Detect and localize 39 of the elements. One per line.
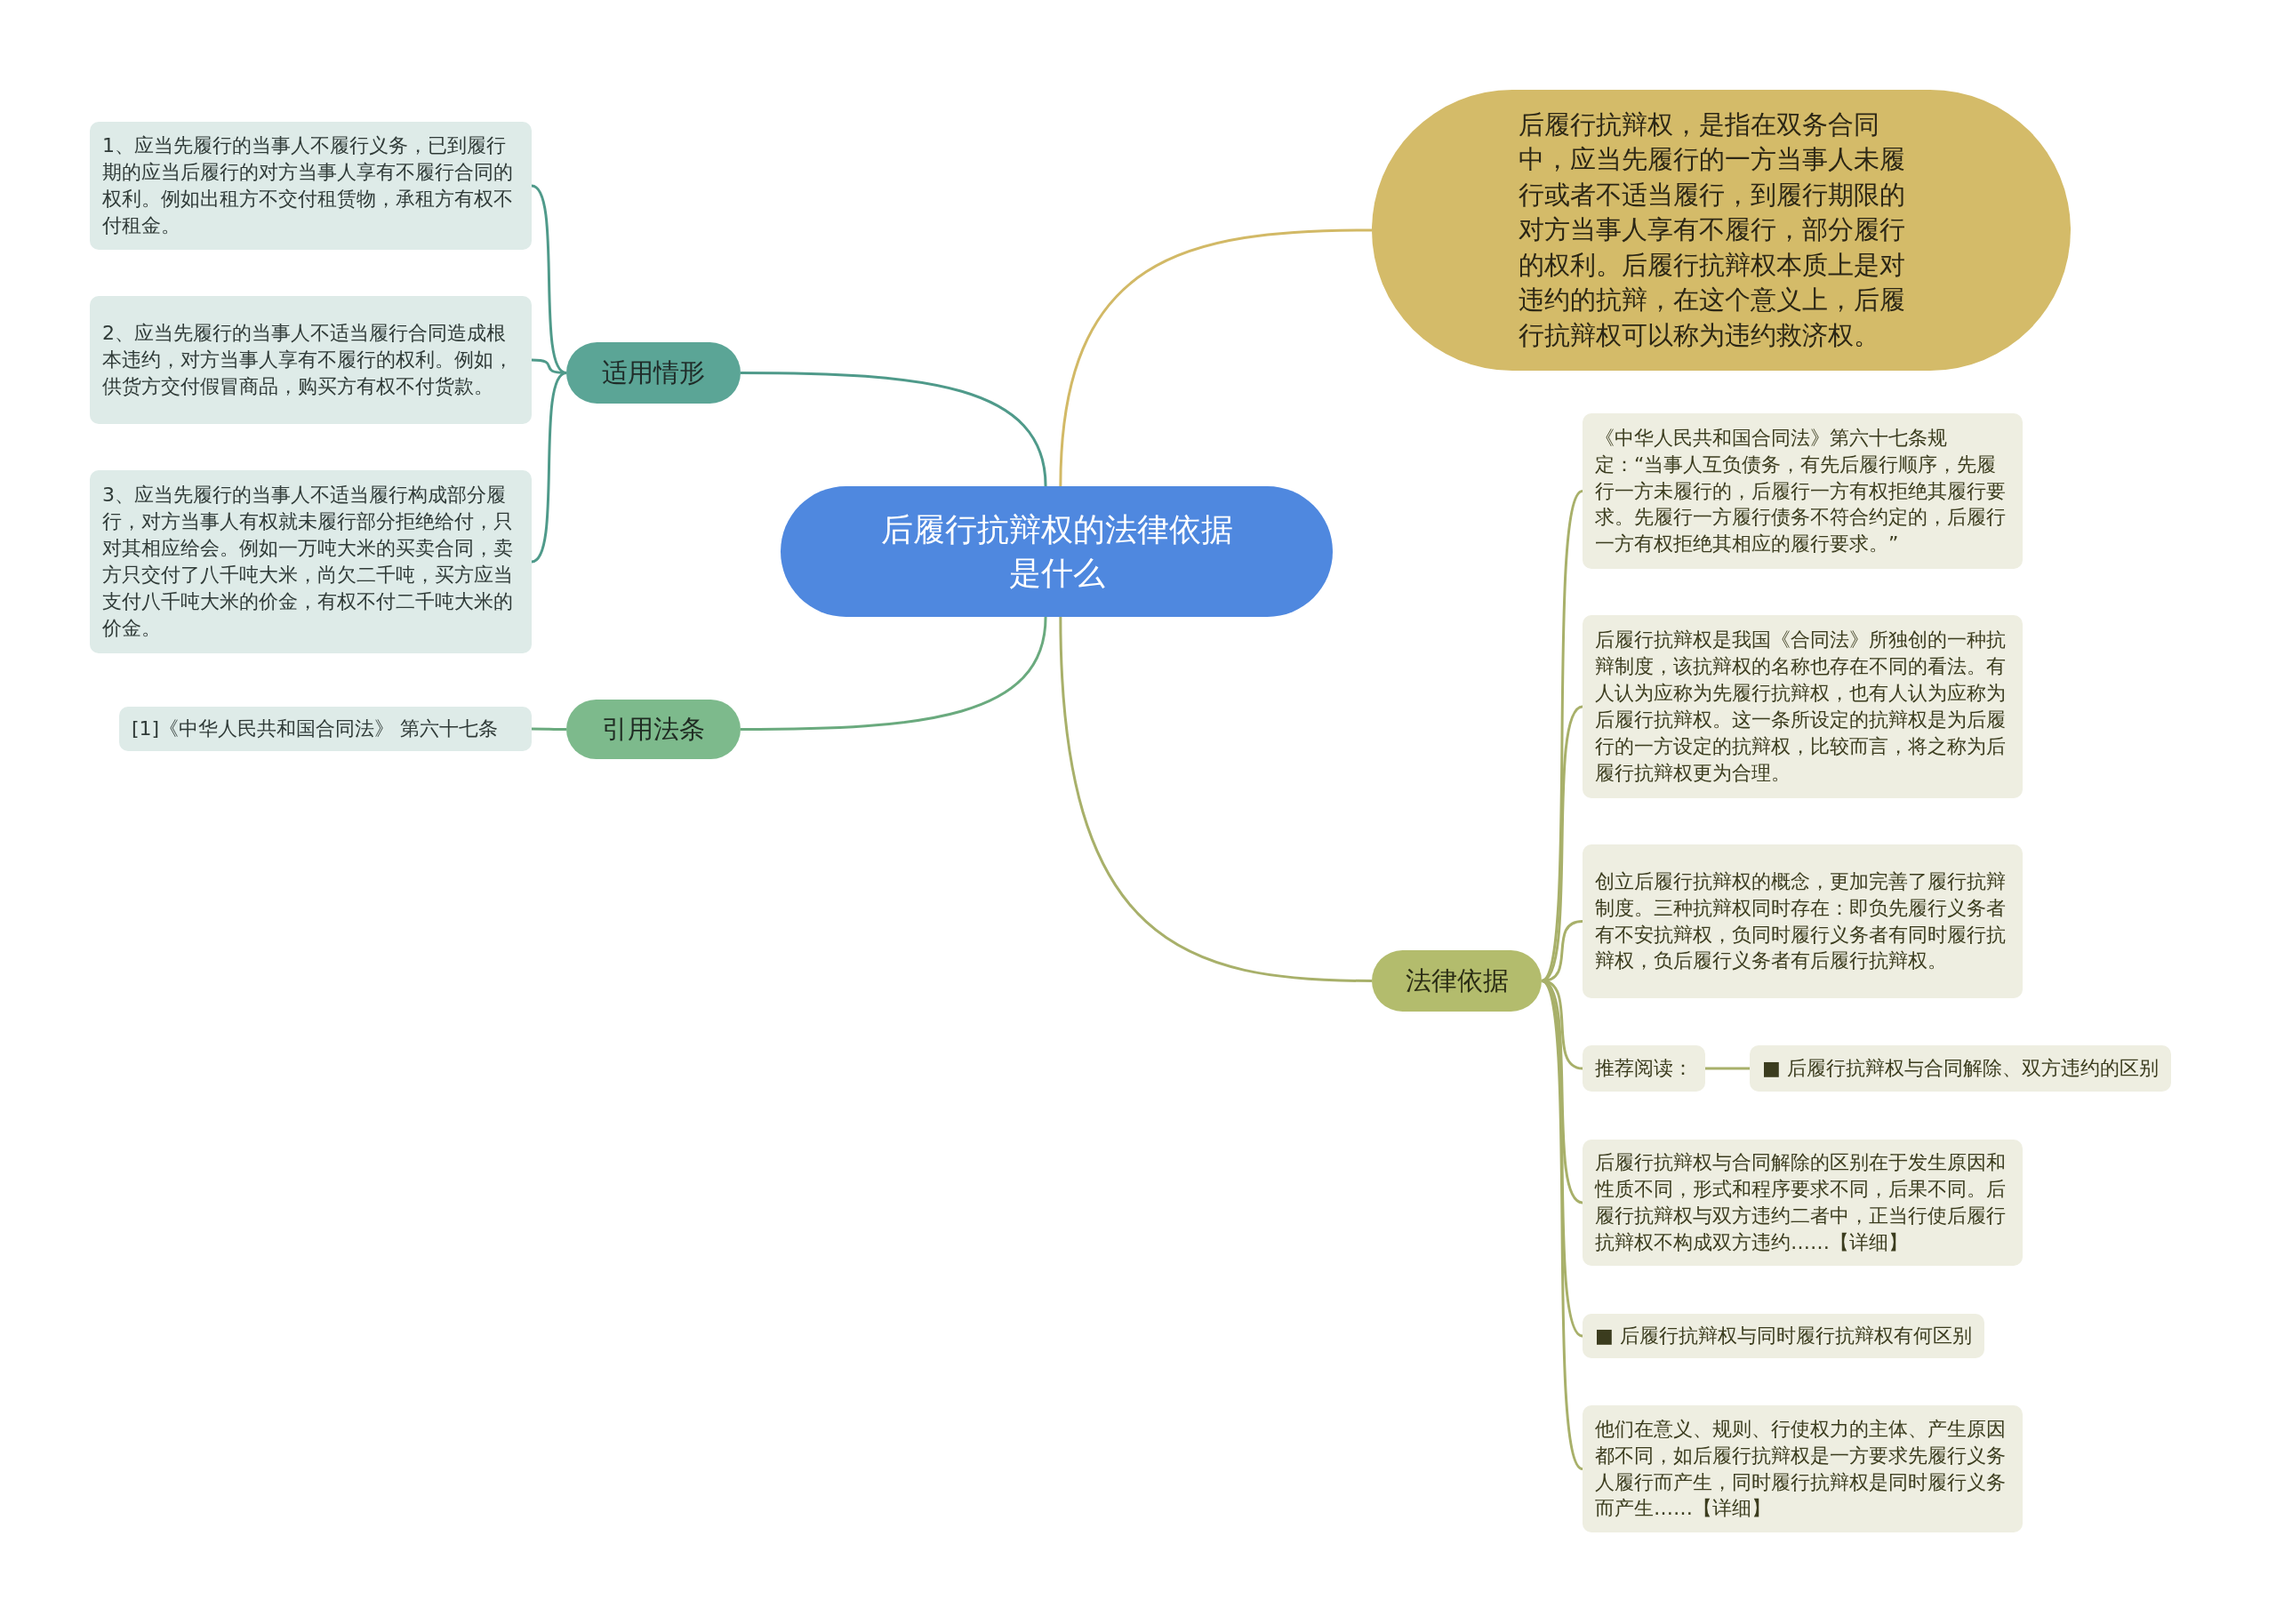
node-text: 后履行抗辩权，是指在双务合同中，应当先履行的一方当事人未履行或者不适当履行，到履行期限的对方当事人享有不履行，部分履行的权利。后履行抗辩权本质上是对违约的抗辩，在这个意义上，后履行抗辩权可以称为违约救济权。 — [1519, 108, 1906, 352]
node-text: ■ 后履行抗辩权与合同解除、双方违约的区别 — [1762, 1056, 2159, 1082]
connector-line — [1059, 228, 1373, 487]
node-text: 适用情形 — [601, 356, 706, 389]
node-text: 3、应当先履行的当事人不适当履行构成部分履行，对方当事人有权就未履行部分拒绝给付，只对其相应给会。例如一万吨大米的买卖合同，卖方只交付了八千吨大米，尚欠二千吨，买方应当支付八千吨大米的价金，有权不付二千吨大米的价金。 — [102, 483, 514, 641]
note-card — [1583, 413, 2023, 569]
connector-line — [741, 372, 1047, 487]
connector-line — [1540, 980, 1584, 1470]
note-card — [1750, 1045, 2171, 1092]
connector-line — [532, 727, 566, 731]
note-card — [1583, 844, 2023, 998]
node-text: 引用法条 — [601, 712, 706, 746]
connector-line — [1059, 616, 1373, 982]
node-text: 他们在意义、规则、行使权力的主体、产生原因都不同，如后履行抗辩权是一方要求先履行义务人履行而产生，同时履行抗辩权是同时履行义务而产生……【详细】 — [1595, 1416, 2007, 1522]
note-card — [90, 122, 532, 250]
note-card — [1583, 1140, 2023, 1266]
node-text: 后履行抗辩权的法律依据是什么 — [879, 509, 1234, 593]
note-card — [1583, 1314, 1984, 1358]
node-text: 后履行抗辩权是我国《合同法》所独创的一种抗辩制度，该抗辩权的名称也存在不同的看法。有人认为应称为先履行抗辩权，也有人认为应称为后履行抗辩权。这一条所设定的抗辩权是为后履行的一方设定的抗辩权，比较而言，将之称为后履行抗辩权更为合理。 — [1595, 628, 2007, 786]
note-card — [1583, 1405, 2023, 1532]
note-card — [1583, 615, 2023, 798]
node-text: ■ 后履行抗辩权与同时履行抗辩权有何区别 — [1595, 1324, 1972, 1349]
note-card — [90, 296, 532, 424]
note-card — [90, 470, 532, 653]
connector-line — [531, 372, 567, 564]
connector-line — [1541, 705, 1583, 982]
node-text: 法律依据 — [1404, 964, 1510, 997]
connector-line — [1705, 1067, 1750, 1070]
connector-line — [741, 616, 1047, 731]
node-text: 创立后履行抗辩权的概念，更加完善了履行抗辩制度。三种抗辩权同时存在：即负先履行义务者有不安抗辩权，负同时履行义务者有同时履行抗辩权，负后履行义务者有后履行抗辩权。 — [1595, 868, 2007, 974]
node-text: 2、应当先履行的当事人不适当履行合同造成根本违约，对方当事人享有不履行的权利。例如，供货方交付假冒商品，购买方有权不付货款。 — [102, 321, 514, 399]
node-text: [1]《中华人民共和国合同法》 第六十七条 — [132, 716, 500, 742]
note-card — [1583, 1045, 1705, 1092]
node-text: 《中华人民共和国合同法》第六十七条规定：“当事人互负债务，有先后履行顺序，先履行一方未履行的，后履行一方有权拒绝其履行要求。先履行一方履行债务不符合约定的，后履行一方有权拒绝其相应的履行要求。” — [1595, 425, 2007, 557]
node-text: 后履行抗辩权与合同解除的区别在于发生原因和性质不同，形式和程序要求不同，后果不同。后履行抗辩权与双方违约二者中，正当行使后履行抗辩权不构成双方违约……【详细】 — [1595, 1150, 2007, 1255]
node-text: 1、应当先履行的当事人不履行义务，已到履行期的应当后履行的对方当事人享有不履行合同的权利。例如出租方不交付租赁物，承租方有权不付租金。 — [102, 133, 514, 238]
node-text: 推荐阅读： — [1595, 1056, 1693, 1082]
note-card — [119, 707, 532, 751]
connector-line — [1541, 980, 1583, 1204]
